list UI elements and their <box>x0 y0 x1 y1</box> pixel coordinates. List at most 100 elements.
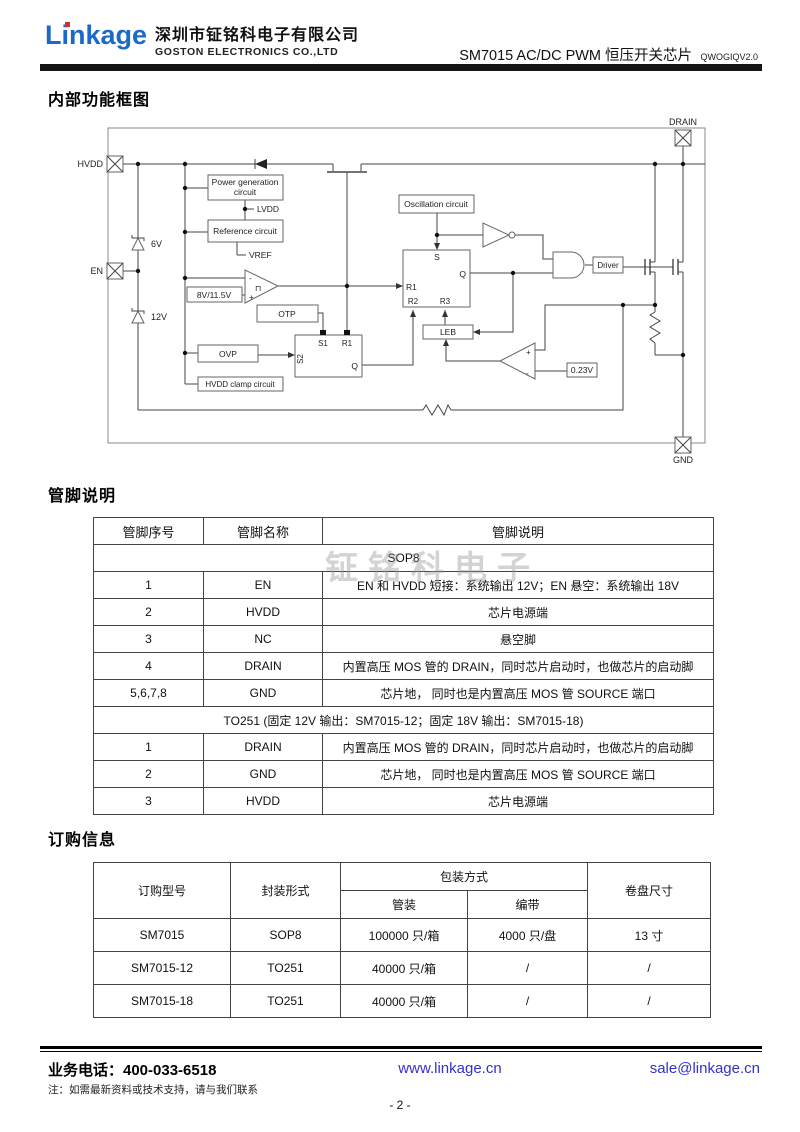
pin-table-wrap: 管脚序号 管脚名称 管脚说明 SOP8 1 EN EN 和 HVDD 短接：系统… <box>93 517 714 815</box>
pin-col-num: 管脚序号 <box>93 517 204 545</box>
pin-name: DRAIN <box>203 733 323 761</box>
cs-comparator <box>498 342 536 380</box>
pin-name: EN <box>203 571 323 599</box>
doc-version: QWOGIQV2.0 <box>700 52 758 62</box>
pin-desc: 芯片电源端 <box>322 598 714 626</box>
order-tape: / <box>466 984 589 1018</box>
table-row: 1 EN EN 和 HVDD 短接：系统输出 12V；EN 悬空：系统输出 18… <box>93 571 714 599</box>
sop8-section-header: SOP8 <box>93 544 714 572</box>
pin-num: 1 <box>93 733 204 761</box>
aux-latch-s1-pad <box>320 330 326 335</box>
ovp-block <box>197 344 259 363</box>
table-row: SM7015-12 TO251 40000 只/箱 / / <box>93 951 712 985</box>
pin-table-sop8-row: SOP8 <box>93 544 714 572</box>
doc-title: SM7015 AC/DC PWM 恒压开关芯片 <box>459 48 693 64</box>
main-latch-r3: R3 <box>440 297 451 306</box>
section-title-order-info: 订购信息 <box>48 832 117 849</box>
pin-desc: 内置高压 MOS 管的 DRAIN，同时芯片启动时，也做芯片的启动脚 <box>322 733 714 761</box>
zener-6v <box>131 235 145 251</box>
pin-name: HVDD <box>203 787 323 815</box>
pin-desc: EN 和 HVDD 短接：系统输出 12V；EN 悬空：系统输出 18V <box>322 571 714 599</box>
order-col-package: 封装形式 <box>230 862 341 919</box>
hvdd-clamp-label: HVDD clamp circuit <box>205 380 275 389</box>
order-header-row-1: 订购型号 封装形式 包装方式 卷盘尺寸 <box>93 862 712 919</box>
diagram-arrows <box>288 243 480 358</box>
internal-block-diagram: 6V 12V HVDD EN DRAIN GND <box>75 115 735 465</box>
pin-desc: 内置高压 MOS 管的 DRAIN，同时芯片启动时，也做芯片的启动脚 <box>322 652 714 680</box>
order-package: TO251 <box>230 984 341 1018</box>
order-table: 订购型号 封装形式 包装方式 卷盘尺寸 管装 编带 SM7015 SOP8 10… <box>93 862 712 1018</box>
startup-mosfet <box>327 164 367 173</box>
order-tape: / <box>466 951 589 985</box>
lvdd-label: LVDD <box>257 204 279 214</box>
ovp-label: OVP <box>219 349 237 359</box>
header-logo: Linkage 深圳市钲铭科电子有限公司 GOSTON ELECTRONICS … <box>45 20 359 58</box>
main-latch-q: Q <box>459 269 466 279</box>
main-latch-block <box>402 249 471 308</box>
order-package: SOP8 <box>230 918 341 952</box>
uvlo-minus: - <box>249 274 252 283</box>
pin-en <box>106 262 124 280</box>
uvlo-plus: + <box>249 293 254 302</box>
section-title-block-diagram: 内部功能框图 <box>48 92 151 109</box>
footer-email-link[interactable]: sale@linkage.cn <box>649 1060 760 1077</box>
footer-note: 注：如需最新资料或技术支持，请与我们联系 <box>48 1084 258 1096</box>
zener-6v-label: 6V <box>151 239 162 249</box>
order-model: SM7015-18 <box>93 984 231 1018</box>
order-model: SM7015 <box>93 918 231 952</box>
pin-num: 4 <box>93 652 204 680</box>
hysteresis-icon: ⊓ <box>255 284 261 293</box>
order-col-reel: 卷盘尺寸 <box>587 862 712 919</box>
table-row: 2 GND 芯片地， 同时也是内置高压 MOS 管 SOURCE 端口 <box>93 760 714 788</box>
pin-col-name: 管脚名称 <box>203 517 323 545</box>
hvdd-clamp-block <box>197 376 284 392</box>
order-package: TO251 <box>230 951 341 985</box>
pin-num: 1 <box>93 571 204 599</box>
inverter-bubble <box>508 231 516 239</box>
aux-latch-block <box>294 334 363 378</box>
footer-website-link[interactable]: www.linkage.cn <box>398 1060 502 1077</box>
zener-12v <box>131 308 145 324</box>
pin-name: GND <box>203 679 323 707</box>
pin-drain-label: DRAIN <box>669 117 697 127</box>
order-tape: 4000 只/盘 <box>466 918 589 952</box>
otp-label: OTP <box>278 309 296 319</box>
to251-section-header: TO251 (固定 12V 输出：SM7015-12；固定 18V 输出：SM7… <box>93 706 714 734</box>
footer-phone: 业务电话：400-033-6518 <box>48 1062 217 1079</box>
aux-latch-r1: R1 <box>342 339 353 348</box>
table-row: 5,6,7,8 GND 芯片地， 同时也是内置高压 MOS 管 SOURCE 端… <box>93 679 714 707</box>
order-tube: 40000 只/箱 <box>340 951 468 985</box>
pin-gnd-label: GND <box>673 455 694 465</box>
order-reel: 13 寸 <box>587 918 712 952</box>
zener-12v-label: 12V <box>151 312 167 322</box>
main-latch-r2: R2 <box>408 297 419 306</box>
cs-minus: - <box>526 369 529 378</box>
driver-block <box>592 256 624 274</box>
driver-label: Driver <box>597 261 619 270</box>
reference-circuit-label: Reference circuit <box>213 226 277 236</box>
pin-table: 管脚序号 管脚名称 管脚说明 SOP8 1 EN EN 和 HVDD 短接：系统… <box>93 517 714 815</box>
power-generation-label-2: circuit <box>234 187 257 197</box>
power-generation-label-1: Power generation <box>212 177 279 187</box>
pin-col-desc: 管脚说明 <box>322 517 714 545</box>
oscillation-block <box>398 194 475 214</box>
pin-table-header-row: 管脚序号 管脚名称 管脚说明 <box>93 517 714 545</box>
table-row: SM7015 SOP8 100000 只/箱 4000 只/盘 13 寸 <box>93 918 712 952</box>
table-row: 3 HVDD 芯片电源端 <box>93 787 714 815</box>
chip-boundary <box>107 127 706 444</box>
table-row: 2 HVDD 芯片电源端 <box>93 598 714 626</box>
order-col-packing: 包装方式 <box>339 862 589 891</box>
reference-circuit-block <box>207 219 284 243</box>
output-mosfet-2 <box>672 259 683 275</box>
aux-latch-s1: S1 <box>318 339 328 348</box>
main-latch-s: S <box>434 252 440 262</box>
footer-rule-thick <box>40 1046 762 1049</box>
aux-latch-q: Q <box>351 361 358 371</box>
startup-diode <box>254 159 267 169</box>
pin-name: NC <box>203 625 323 653</box>
footer-rule-thin <box>40 1051 762 1052</box>
pin-desc: 芯片地， 同时也是内置高压 MOS 管 SOURCE 端口 <box>322 760 714 788</box>
page-number: - 2 - <box>389 1098 411 1112</box>
pin-num: 3 <box>93 787 204 815</box>
